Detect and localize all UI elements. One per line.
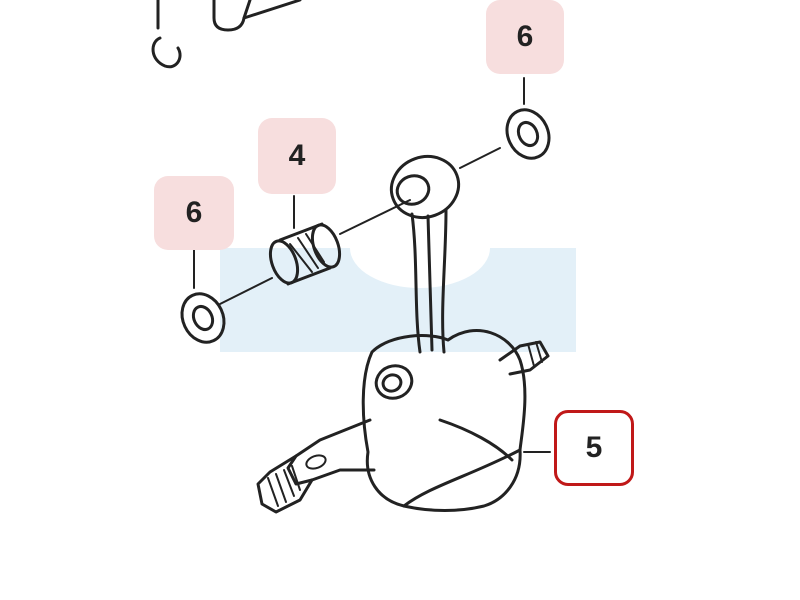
callout-label: 5 (585, 431, 603, 464)
axis-line-upper (459, 147, 501, 169)
piston-pin-part (212, 0, 302, 32)
crankshaft-part (256, 329, 550, 514)
callout-ring-top-right[interactable]: 6 (486, 0, 564, 74)
watermark (220, 208, 576, 352)
thrust-washer-lower (180, 292, 226, 344)
callout-label: 6 (185, 196, 203, 229)
circlip-part (151, 0, 182, 69)
needle-bearing-part (268, 222, 342, 286)
callout-crankshaft[interactable]: 5 (554, 410, 634, 486)
callout-label: 6 (516, 20, 534, 53)
callout-label: 4 (288, 139, 306, 172)
callout-bearing[interactable]: 4 (258, 118, 336, 194)
axis-line-lower (219, 277, 273, 305)
thrust-washer-upper (505, 108, 551, 160)
callout-ring-left[interactable]: 6 (154, 176, 234, 250)
